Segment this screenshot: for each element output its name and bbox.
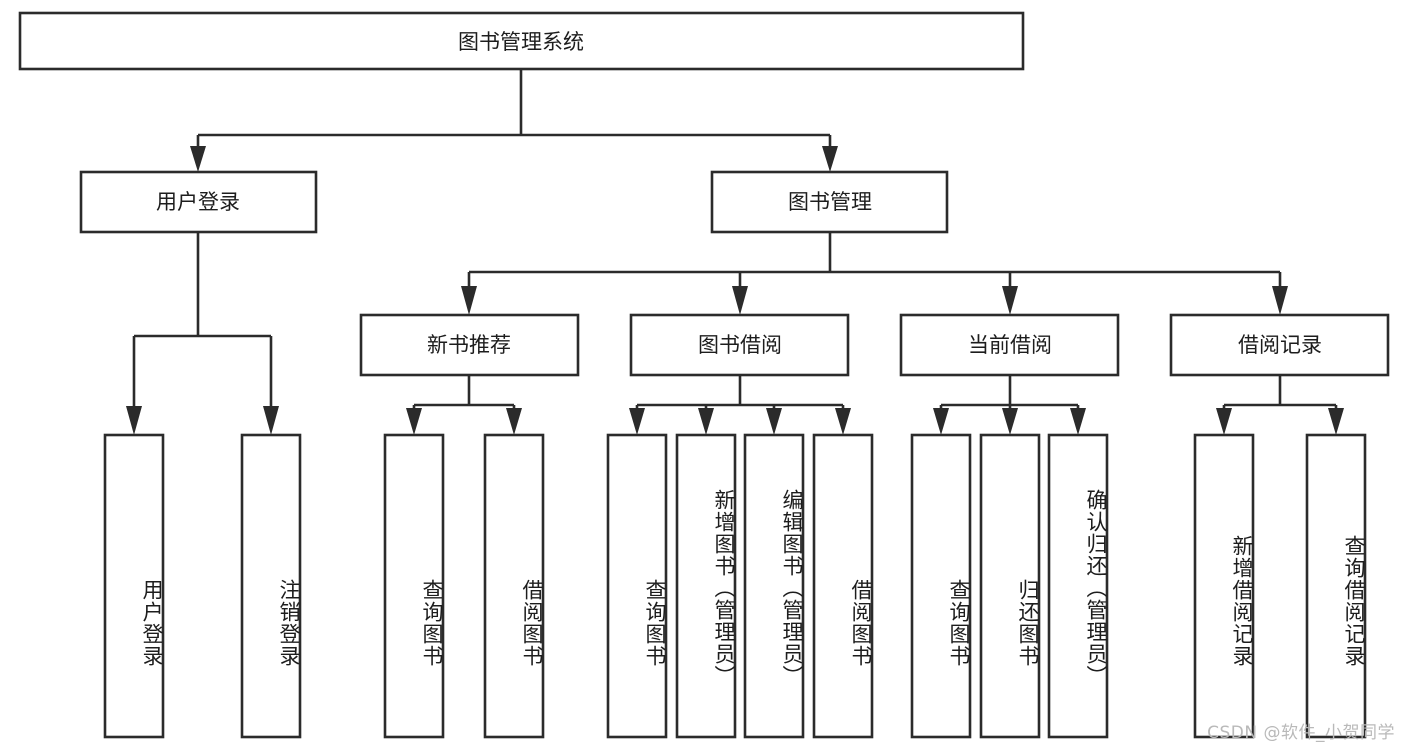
leaf-box-borrow-record-1[interactable]: [1193, 433, 1255, 739]
connector-currentborrow-to-leaves: [933, 375, 1086, 435]
node-book-management-box[interactable]: [710, 170, 949, 234]
connector-bookborrow-to-leaves: [629, 375, 851, 435]
arrow-head-user-login: [190, 146, 206, 172]
leaf-box-book-borrow-2[interactable]: [675, 433, 737, 739]
arrow-head-leaf-cb-2: [1002, 408, 1018, 435]
arrow-head-book-manage: [822, 146, 838, 172]
node-borrow-record-label: 借阅记录: [1238, 333, 1322, 357]
leaf-box-new-book-2[interactable]: [483, 433, 545, 739]
arrow-head-leaf-bb-3: [766, 408, 782, 435]
node-book-management[interactable]: 图书管理: [710, 170, 949, 234]
arrow-head-leaf-nb-2: [506, 408, 522, 435]
node-new-book-recommend[interactable]: 新书推荐: [359, 313, 580, 377]
node-current-borrow-box[interactable]: [899, 313, 1120, 377]
arrow-head-leaf-br-2: [1328, 408, 1344, 435]
connector-newbook-to-leaves: [406, 375, 522, 435]
node-new-book-recommend-label: 新书推荐: [427, 333, 511, 357]
leaf-box-current-borrow-3[interactable]: [1047, 433, 1109, 739]
connector-bookmanage-to-level3: [461, 232, 1288, 315]
leaf-box-book-borrow-4[interactable]: [812, 433, 874, 739]
leaf-box-book-borrow-3[interactable]: [743, 433, 805, 739]
node-user-login[interactable]: 用户登录: [79, 170, 318, 234]
arrow-head-leaf-bb-1: [629, 408, 645, 435]
arrow-head-leaf-bb-4: [835, 408, 851, 435]
node-user-login-label: 用户登录: [156, 190, 240, 214]
arrow-head-leaf-cb-3: [1070, 408, 1086, 435]
leaf-box-user-login-2[interactable]: [240, 433, 302, 739]
node-new-book-recommend-box[interactable]: [359, 313, 580, 377]
node-root-label: 图书管理系统: [458, 30, 584, 54]
leaf-box-current-borrow-2[interactable]: [979, 433, 1041, 739]
arrow-head-new-book: [461, 286, 477, 315]
node-book-borrow-label: 图书借阅: [698, 333, 782, 357]
leaf-boxes-user-login: [103, 433, 302, 739]
leaf-boxes-current-borrow: [910, 433, 1109, 739]
leaf-boxes-borrow-record: [1193, 433, 1367, 739]
node-book-management-label: 图书管理: [788, 190, 872, 214]
arrow-head-borrow-record: [1272, 286, 1288, 315]
leaf-boxes-new-book-recommend: [383, 433, 545, 739]
leaf-box-current-borrow-1[interactable]: [910, 433, 972, 739]
arrow-head-leaf-ul-2: [263, 406, 279, 435]
node-current-borrow-label: 当前借阅: [968, 333, 1052, 357]
node-book-borrow-box[interactable]: [629, 313, 850, 377]
node-borrow-record[interactable]: 借阅记录: [1169, 313, 1390, 377]
arrow-head-leaf-nb-1: [406, 408, 422, 435]
leaf-boxes-book-borrow: [606, 433, 874, 739]
arrow-head-current-borrow: [1002, 286, 1018, 315]
arrow-head-leaf-br-1: [1216, 408, 1232, 435]
arrow-head-book-borrow: [732, 286, 748, 315]
node-root-box[interactable]: [18, 11, 1025, 71]
connector-borrowrecord-to-leaves: [1216, 375, 1344, 435]
node-borrow-record-box[interactable]: [1169, 313, 1390, 377]
arrow-head-leaf-bb-2: [698, 408, 714, 435]
node-book-borrow[interactable]: 图书借阅: [629, 313, 850, 377]
leaf-box-borrow-record-2[interactable]: [1305, 433, 1367, 739]
arrow-head-leaf-cb-1: [933, 408, 949, 435]
csdn-watermark: CSDN @软件_小贺同学: [1207, 723, 1395, 743]
node-current-borrow[interactable]: 当前借阅: [899, 313, 1120, 377]
connector-userlogin-to-leaves: [126, 232, 279, 435]
leaf-box-new-book-1[interactable]: [383, 433, 445, 739]
node-root-book-management-system[interactable]: 图书管理系统: [18, 11, 1025, 71]
arrow-head-leaf-ul-1: [126, 406, 142, 435]
leaf-box-book-borrow-1[interactable]: [606, 433, 668, 739]
leaf-box-user-login-1[interactable]: [103, 433, 165, 739]
node-user-login-box[interactable]: [79, 170, 318, 234]
connector-root-to-level2: [190, 69, 838, 172]
